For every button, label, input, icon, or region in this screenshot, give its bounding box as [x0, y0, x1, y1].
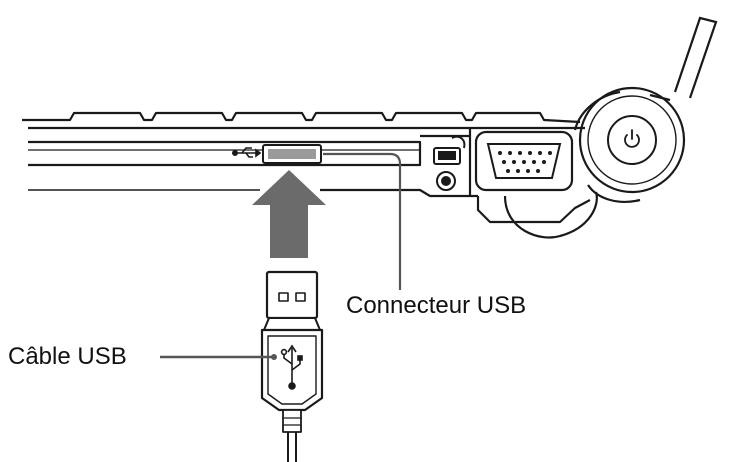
audio-jack	[433, 135, 466, 191]
plug-usb-icon	[280, 344, 303, 390]
laptop-side-view	[22, 111, 598, 239]
usb-port	[262, 144, 322, 164]
insert-arrow	[252, 170, 326, 258]
connector-label: Connecteur USB	[346, 292, 527, 319]
cable-label: Câble USB	[8, 343, 127, 370]
vga-port	[474, 130, 574, 192]
power-icon	[624, 129, 640, 148]
hinge-and-screen	[573, 16, 718, 203]
usb-icon	[232, 147, 262, 158]
cable-leader-dot	[271, 354, 277, 360]
connector-leader-line	[323, 152, 402, 290]
